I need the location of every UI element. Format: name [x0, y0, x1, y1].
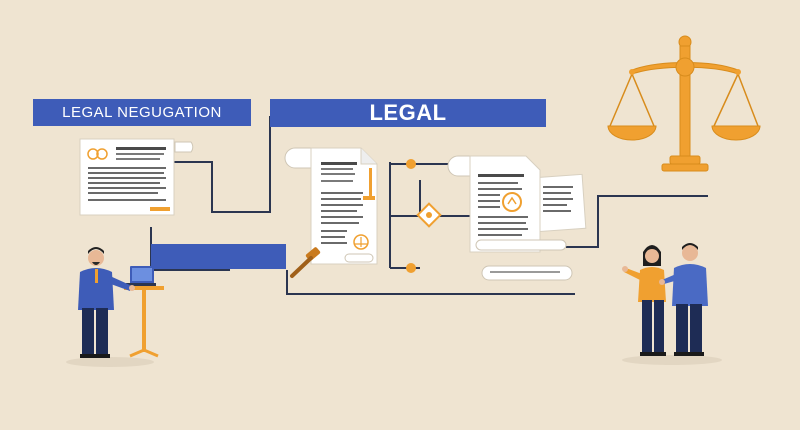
- woman-icon: [622, 245, 666, 356]
- man-icon: [659, 243, 708, 356]
- businessman-icon: [66, 247, 164, 367]
- document-icon: [79, 138, 194, 216]
- scroll-document-icon: [284, 147, 378, 265]
- legal-negotiation-title: LEGAL NEGUGATION: [62, 104, 222, 121]
- legal-banner: LEGAL: [270, 99, 546, 127]
- legal-negotiation-banner: LEGAL NEGUGATION: [33, 99, 251, 126]
- contract-document-icon: [447, 155, 587, 281]
- people-discussing-icon: [622, 243, 722, 365]
- process-bar: [151, 244, 286, 269]
- legal-title: LEGAL: [369, 100, 447, 125]
- scales-of-justice-icon: [607, 35, 761, 172]
- gavel-icon: [290, 247, 321, 278]
